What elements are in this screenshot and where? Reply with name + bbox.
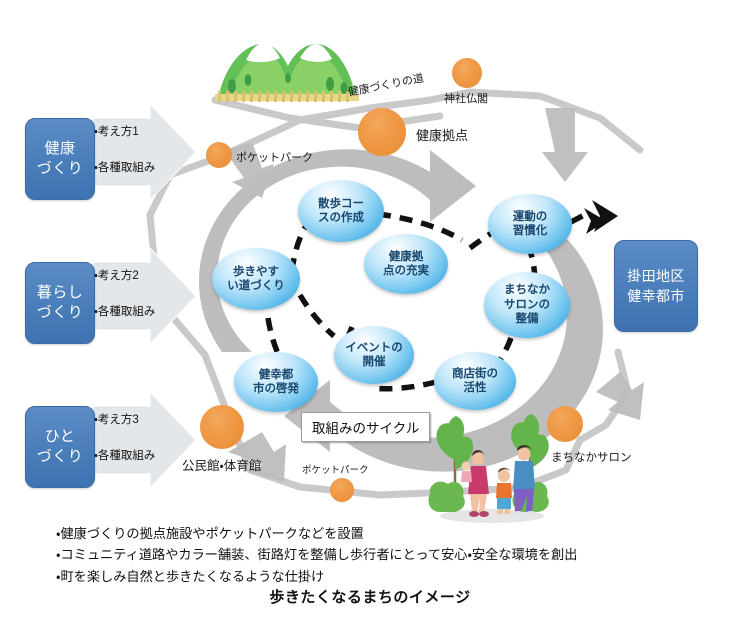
stage-box-people[interactable]: ひと づくり [25, 406, 95, 488]
mountain-illustration [215, 43, 359, 102]
bubble-machinaka-salon[interactable]: まちなか サロンの 整備 [484, 272, 570, 338]
cycle-caption: 取組みのサイクル [301, 412, 431, 442]
note-1: ・コミュニティ道路やカラー舗装、街路灯を整備し歩行者にとって安心・安全な環境を創… [56, 547, 578, 563]
bubble-walk-road[interactable]: 歩きやす い道づくり [212, 248, 300, 310]
exit-arrow-head [584, 200, 618, 234]
bubble-health-base[interactable]: 健康拠 点の充実 [364, 234, 448, 294]
destination-line2: 健幸都市 [627, 288, 685, 304]
label-community-hall: 公民館・体育館 [182, 459, 262, 473]
destination-line1: 掛田地区 [627, 267, 685, 284]
bubble-shopping-street[interactable]: 商店街の 活性 [434, 352, 516, 410]
orange-node-health-base[interactable] [358, 108, 406, 156]
page-title: 歩きたくなるまちのイメージ [269, 589, 471, 606]
label-town-salon: まちなかサロン [551, 452, 632, 464]
stage-bullets-health: ・考え方1 ・各種取組み [94, 124, 155, 196]
stage-bullet-people-0: ・考え方3 [94, 414, 139, 426]
stage-bullet-health-1: ・各種取組み [94, 162, 156, 175]
note-2: ・町を楽しみ自然と歩きたくなるような仕掛け [56, 568, 325, 584]
stage-bullet-living-0: ・考え方2 [94, 270, 139, 282]
bubble-event[interactable]: イベントの 開催 [334, 326, 414, 384]
stage-box-health-line1: 健康 [44, 139, 76, 157]
orange-node-shrine[interactable] [452, 58, 482, 88]
stage-box-people-line2: づくり [36, 448, 84, 465]
bubble-walk-course[interactable]: 散歩コー スの作成 [298, 180, 384, 242]
label-pocket-park-bottom: ポケットパーク [302, 465, 369, 476]
stage-bullet-health-0: ・考え方1 [94, 126, 139, 138]
people-illustration [428, 414, 549, 523]
orange-node-pocket-park-top[interactable] [206, 142, 232, 168]
label-pocket-park-top: ポケットパーク [236, 152, 313, 164]
stage-bullets-people: ・考え方3 ・各種取組み [94, 412, 155, 484]
bubble-kenkou-city-awareness[interactable]: 健幸都 市の啓発 [234, 352, 318, 412]
stage-box-living[interactable]: 暮らし づくり [25, 262, 95, 344]
orange-node-pocket-park-bottom[interactable] [330, 478, 354, 502]
bubble-exercise-habit[interactable]: 運動の 習慣化 [488, 194, 572, 254]
label-health-base: 健康拠点 [416, 128, 469, 143]
notes-list: ・健康づくりの拠点施設やポケットパークなどを設置 ・コミュニティ道路やカラー舗装… [56, 523, 726, 587]
label-shrine: 神社仏閣 [444, 93, 488, 105]
destination-box[interactable]: 掛田地区 健幸都市 [614, 240, 698, 332]
orange-node-community-hall[interactable] [200, 405, 244, 449]
stage-bullet-living-1: ・各種取組み [94, 306, 156, 319]
stage-bullets-living: ・考え方2 ・各種取組み [94, 268, 155, 340]
note-0: ・健康づくりの拠点施設やポケットパークなどを設置 [56, 526, 364, 541]
stage-box-living-line1: 暮らし [36, 283, 84, 301]
orange-node-town-salon[interactable] [547, 406, 583, 442]
stage-bullet-people-1: ・各種取組み [94, 450, 156, 463]
stage-box-health-line2: づくり [36, 160, 84, 177]
stage-box-health[interactable]: 健康 づくり [25, 118, 95, 200]
stage-box-living-line2: づくり [36, 304, 84, 321]
stage-box-people-line1: ひと [44, 427, 76, 445]
